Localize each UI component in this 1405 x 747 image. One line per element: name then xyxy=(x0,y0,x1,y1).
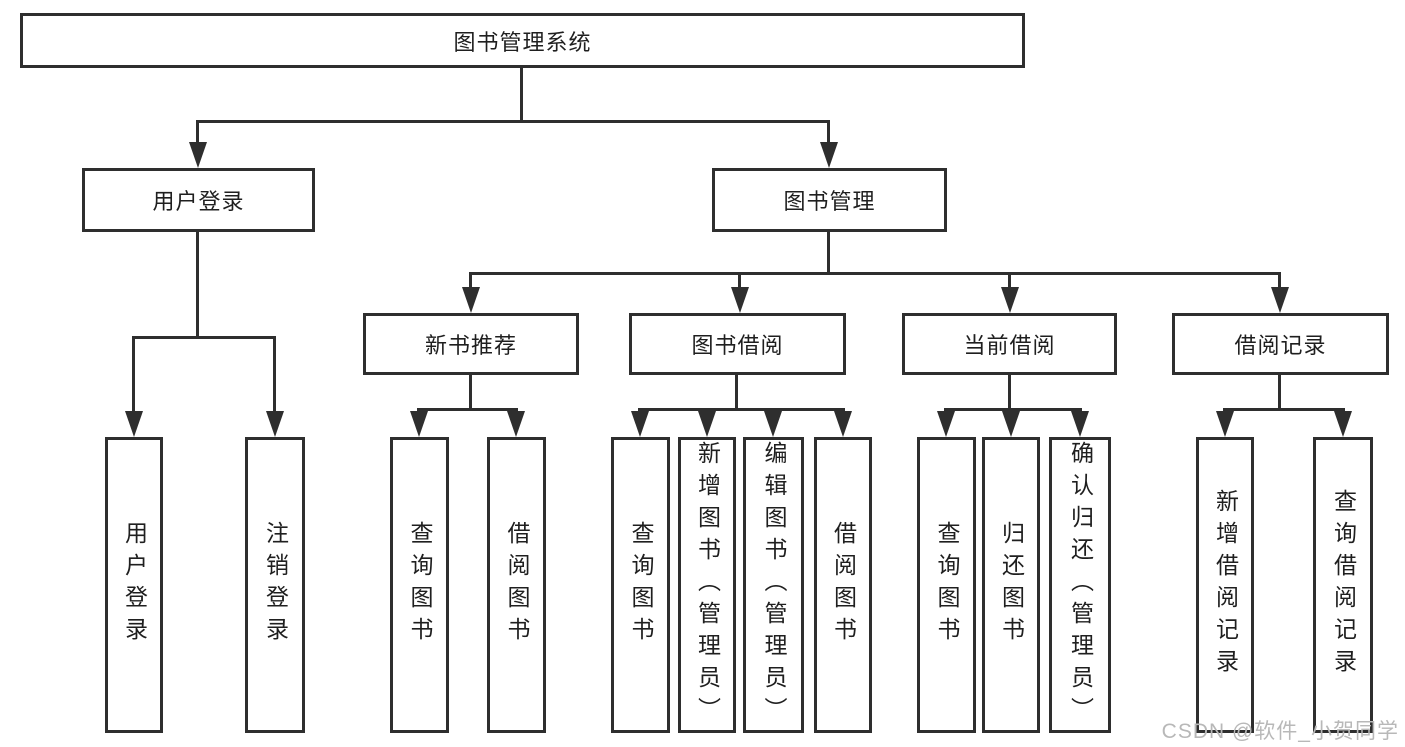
arrowhead xyxy=(266,411,284,437)
node-borrow-records-label: 借阅记录 xyxy=(1234,333,1327,358)
connector-line xyxy=(738,272,741,290)
connector-line xyxy=(132,336,135,415)
leaf-add-borrow-record-label: 新增借阅记录 xyxy=(1212,489,1239,681)
node-new-book-recommend: 新书推荐 xyxy=(363,313,579,375)
arrowhead xyxy=(1334,411,1352,437)
connector-line xyxy=(273,336,276,415)
arrowhead xyxy=(189,142,207,168)
node-user-login-label: 用户登录 xyxy=(152,189,245,214)
arrowhead xyxy=(631,411,649,437)
arrowhead xyxy=(462,287,480,313)
leaf-borrow-books-recommend-label: 借阅图书 xyxy=(504,521,530,649)
node-new-book-recommend-label: 新书推荐 xyxy=(424,333,517,358)
node-book-borrow-label: 图书借阅 xyxy=(691,333,784,358)
node-book-borrow: 图书借阅 xyxy=(629,313,846,375)
leaf-borrow-books-recommend: 借阅图书 xyxy=(487,437,546,733)
connector-line xyxy=(196,231,199,339)
leaf-logout-label: 注销登录 xyxy=(262,521,289,649)
connector-line xyxy=(469,272,472,290)
leaf-user-login-label: 用户登录 xyxy=(121,521,148,649)
arrowhead xyxy=(1271,287,1289,313)
leaf-query-borrow-record: 查询借阅记录 xyxy=(1313,437,1373,733)
leaf-confirm-return-admin: 确认归还（管理员） xyxy=(1049,437,1111,733)
leaf-borrow-books-label: 借阅图书 xyxy=(830,521,857,649)
node-current-borrow-label: 当前借阅 xyxy=(963,333,1056,358)
arrowhead xyxy=(125,411,143,437)
connector-line xyxy=(196,120,199,146)
leaf-query-books-recommend: 查询图书 xyxy=(390,437,449,733)
node-root: 图书管理系统 xyxy=(20,13,1025,68)
node-current-borrow: 当前借阅 xyxy=(902,313,1117,375)
leaf-query-books-borrow-label: 查询图书 xyxy=(628,521,654,649)
leaf-query-books-borrow: 查询图书 xyxy=(611,437,670,733)
node-book-management: 图书管理 xyxy=(712,168,947,232)
connector-line xyxy=(1008,272,1011,290)
connector-line xyxy=(1008,375,1011,411)
connector-line xyxy=(469,272,1281,275)
arrowhead xyxy=(820,142,838,168)
node-book-management-label: 图书管理 xyxy=(783,189,876,214)
arrowhead xyxy=(410,411,428,437)
leaf-edit-book-admin: 编辑图书（管理员） xyxy=(743,437,804,733)
connector-line xyxy=(196,120,830,123)
leaf-query-books-current: 查询图书 xyxy=(917,437,976,733)
connector-line xyxy=(827,231,830,275)
node-borrow-records: 借阅记录 xyxy=(1172,313,1389,375)
leaf-return-book-label: 归还图书 xyxy=(998,521,1025,649)
leaf-query-books-recommend-label: 查询图书 xyxy=(407,521,433,649)
node-user-login: 用户登录 xyxy=(82,168,315,232)
csdn-watermark: CSDN @软件_小贺同学 xyxy=(1161,720,1399,743)
arrowhead xyxy=(1002,411,1020,437)
connector-line xyxy=(1223,408,1345,411)
connector-line xyxy=(1278,375,1281,411)
arrowhead xyxy=(731,287,749,313)
leaf-logout: 注销登录 xyxy=(245,437,305,733)
leaf-add-borrow-record: 新增借阅记录 xyxy=(1196,437,1254,733)
arrowhead xyxy=(834,411,852,437)
connector-line xyxy=(827,120,830,146)
arrowhead xyxy=(1001,287,1019,313)
connector-line xyxy=(520,68,523,123)
leaf-add-book-admin-label: 新增图书（管理员） xyxy=(694,441,721,729)
arrowhead xyxy=(698,411,716,437)
leaf-confirm-return-admin-label: 确认归还（管理员） xyxy=(1067,441,1094,729)
arrowhead xyxy=(937,411,955,437)
connector-line xyxy=(417,408,518,411)
connector-line xyxy=(469,375,472,411)
node-root-label: 图书管理系统 xyxy=(453,29,592,55)
leaf-query-borrow-record-label: 查询借阅记录 xyxy=(1330,489,1357,681)
leaf-edit-book-admin-label: 编辑图书（管理员） xyxy=(761,441,787,729)
arrowhead xyxy=(1216,411,1234,437)
leaf-return-book: 归还图书 xyxy=(982,437,1040,733)
connector-line xyxy=(735,375,738,411)
arrowhead xyxy=(764,411,782,437)
leaf-query-books-current-label: 查询图书 xyxy=(934,521,960,649)
connector-line xyxy=(1278,272,1281,290)
connector-line xyxy=(638,408,845,411)
leaf-borrow-books: 借阅图书 xyxy=(814,437,872,733)
leaf-user-login: 用户登录 xyxy=(105,437,163,733)
arrowhead xyxy=(507,411,525,437)
connector-line xyxy=(944,408,1082,411)
connector-line xyxy=(132,336,276,339)
arrowhead xyxy=(1071,411,1089,437)
leaf-add-book-admin: 新增图书（管理员） xyxy=(678,437,736,733)
